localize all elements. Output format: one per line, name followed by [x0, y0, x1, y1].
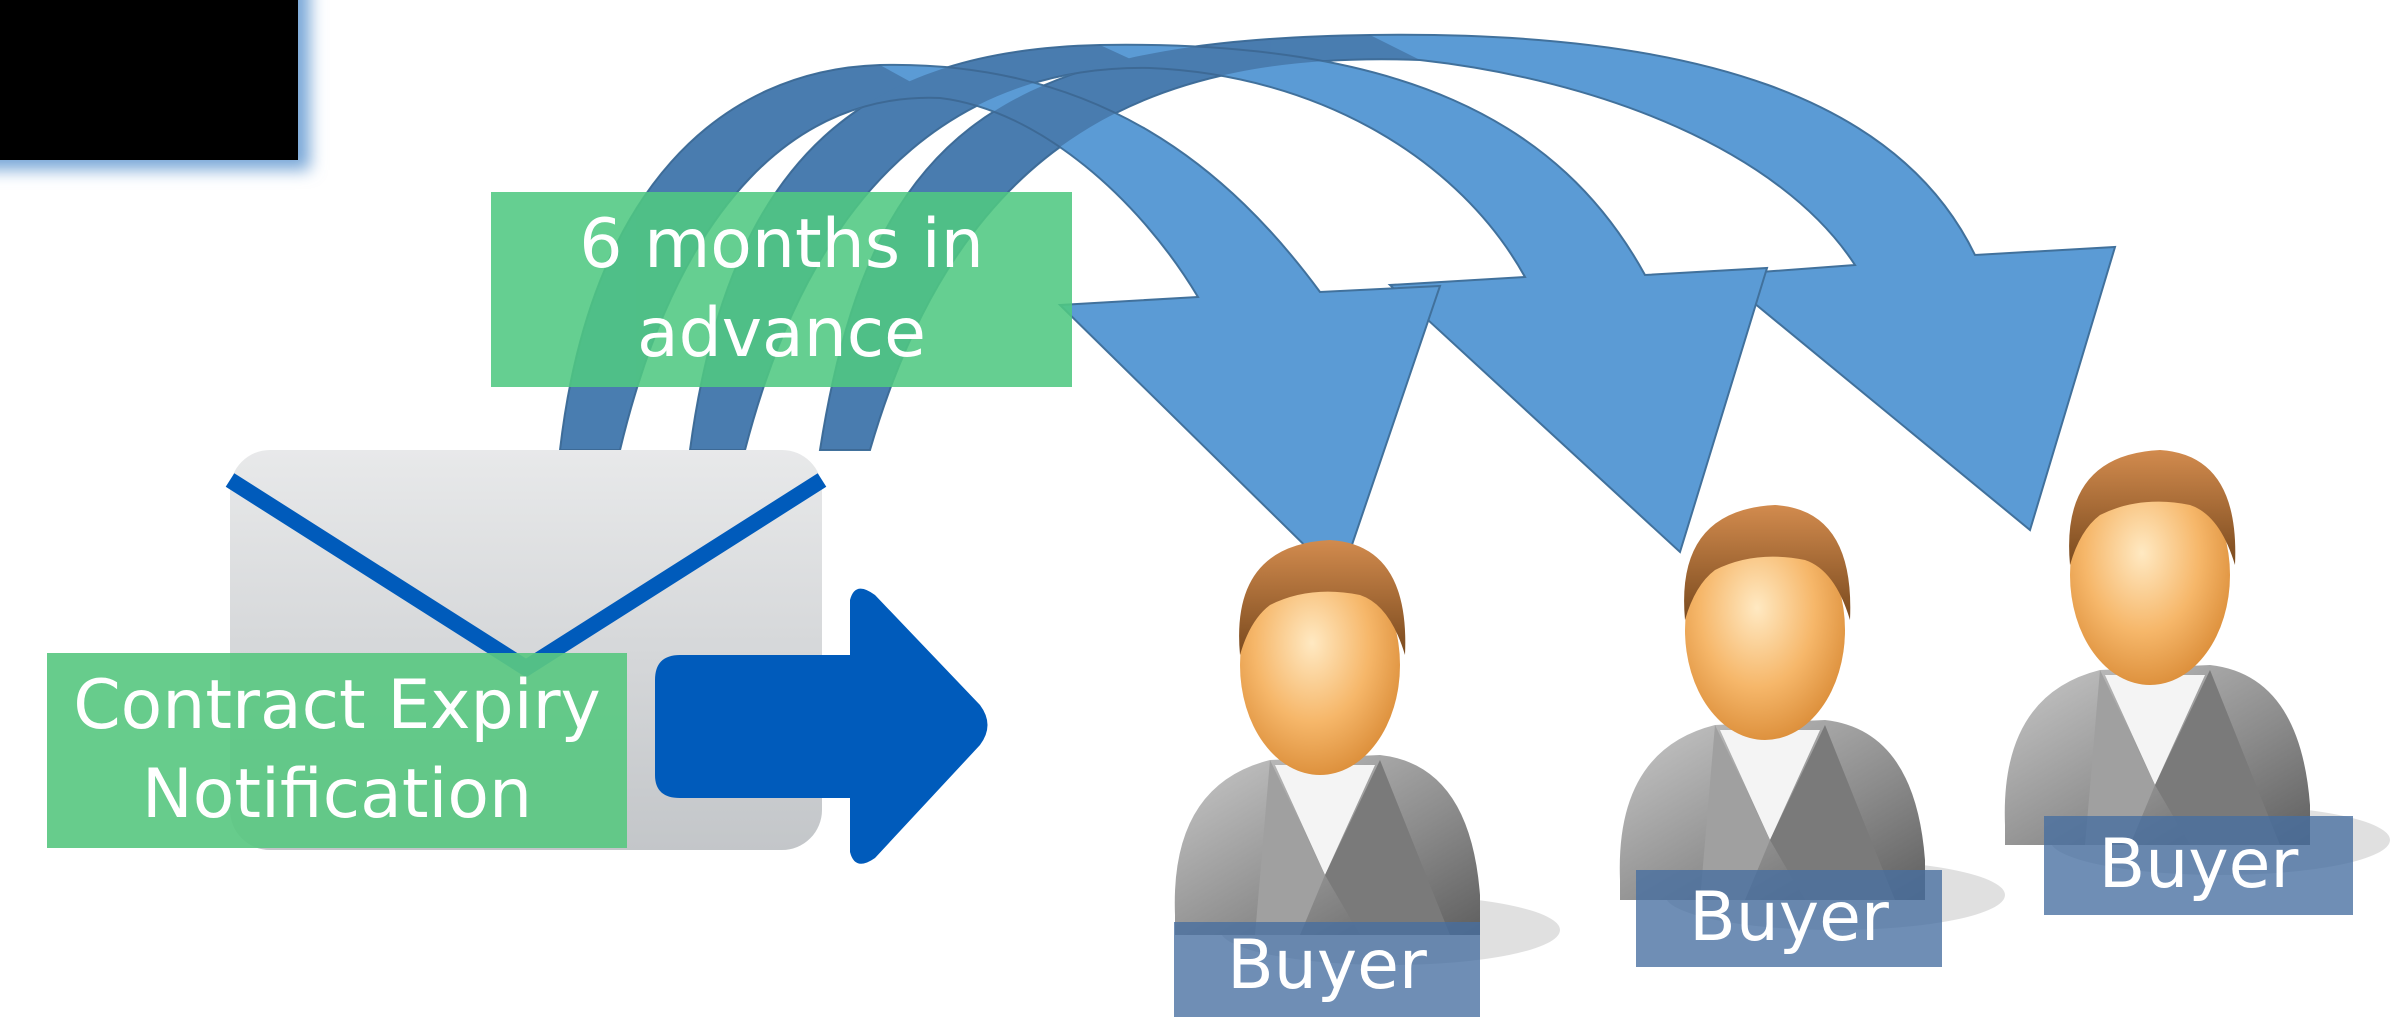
buyer-label: Buyer [1636, 870, 1942, 967]
person-icon [1174, 540, 1560, 965]
notification-label: Contract Expiry Notification [47, 653, 627, 848]
timing-label: 6 months in advance [491, 192, 1072, 387]
corner-box [0, 0, 310, 170]
person-icon [2004, 450, 2390, 875]
send-arrow-icon [655, 588, 988, 864]
buyer-label: Buyer [2044, 816, 2353, 915]
person-icon [1619, 505, 2005, 930]
buyer-label: Buyer [1174, 922, 1480, 1017]
